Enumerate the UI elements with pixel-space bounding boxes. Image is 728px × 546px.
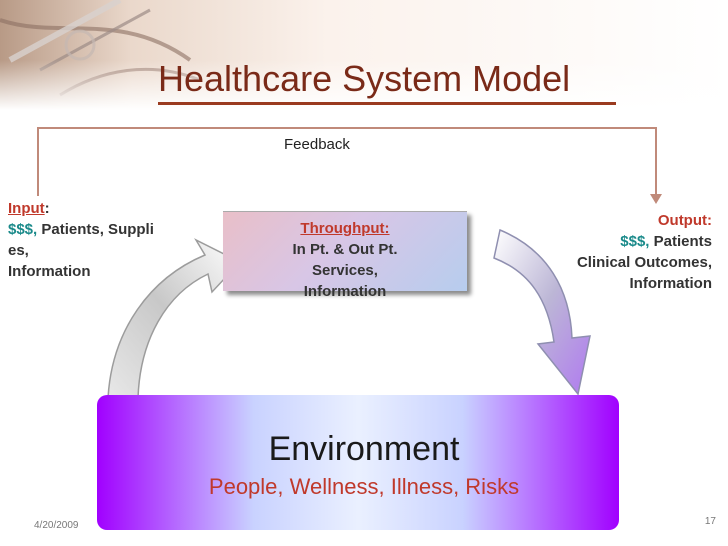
input-block: Input: $$$, Patients, Suppli es, Informa… [8,198,208,282]
throughput-line1: In Pt. & Out Pt. [292,241,398,258]
feedback-label: Feedback [284,136,350,153]
throughput-line2: Services, [312,262,378,279]
environment-box [97,395,619,530]
output-line3: Information [629,275,713,292]
slide-title: Healthcare System Model [158,58,571,99]
throughput-line3: Information [303,283,387,300]
output-block: Output: $$$, Patients Clinical Outcomes,… [512,210,712,294]
slide-number: 17 [704,516,716,527]
environment-subtitle: People, Wellness, Illness, Risks [208,474,520,499]
output-label: Output: [657,212,712,229]
input-label: Input [8,200,45,217]
output-line1: Patients [649,233,712,250]
environment-title: Environment [268,430,460,468]
input-line3: Information [8,263,91,280]
input-money: $$$, [8,221,38,238]
input-line2: es, [8,242,29,259]
output-line2: Clinical Outcomes, [576,254,712,271]
throughput-box: Throughput: In Pt. & Out Pt. Services, I… [223,211,467,300]
title-underline [158,102,616,105]
output-money: $$$, [620,233,650,250]
feedback-loop-line [37,127,657,196]
input-line1: Patients, Suppli [37,221,154,238]
feedback-arrowhead [650,194,662,204]
input-colon: : [44,200,50,217]
header-banner [0,0,728,110]
slide-date: 4/20/2009 [34,520,79,531]
throughput-label: Throughput: [300,220,390,237]
right-cycle-arrow [493,228,591,396]
